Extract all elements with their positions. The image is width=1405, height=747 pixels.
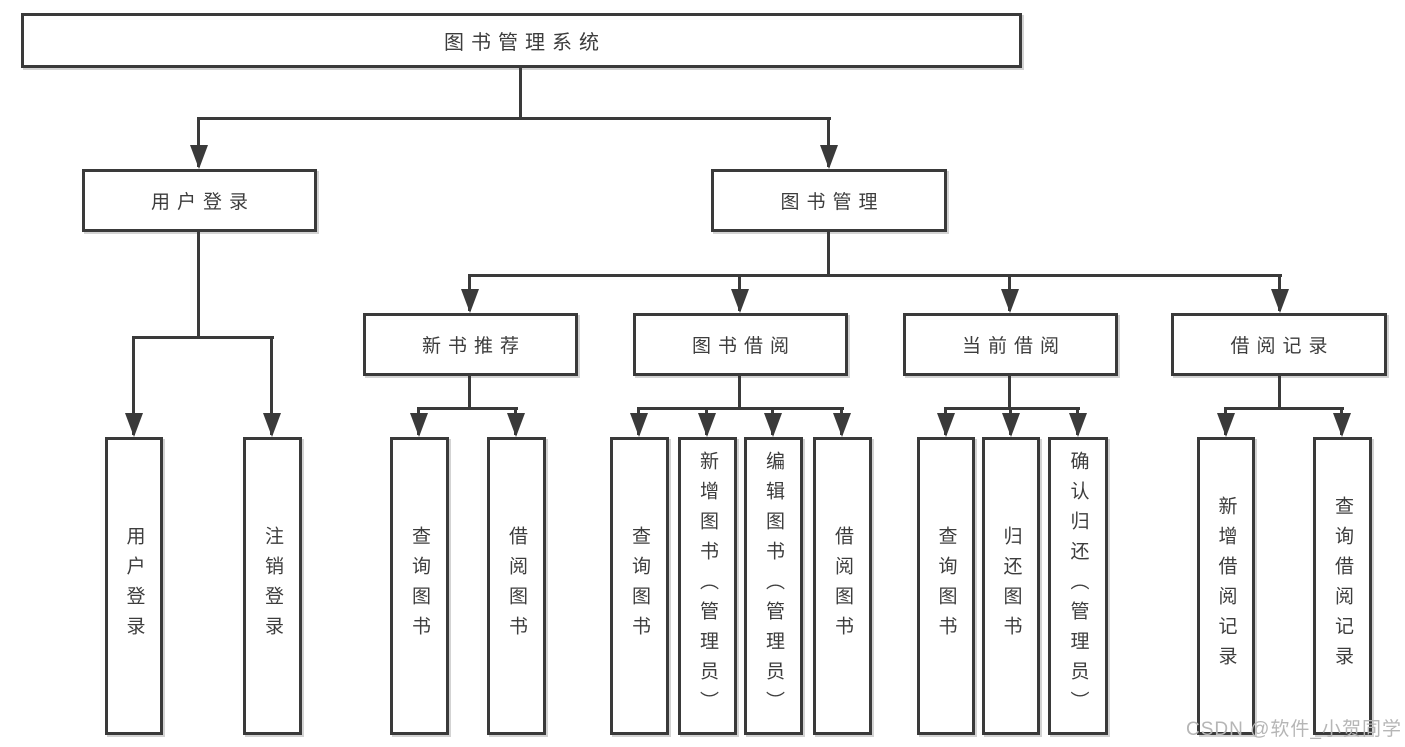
arrow-into-current-borrow	[1001, 289, 1019, 313]
node-user-login-label: 用户登录	[150, 192, 255, 213]
connector-current-borrow-bar	[944, 407, 1080, 410]
arrow-into-br-leaf2	[1333, 413, 1351, 437]
connector-borrow-record-bar	[1224, 407, 1344, 410]
connector-book-borrow-trunk	[738, 376, 741, 407]
connector-root-trunk	[519, 68, 522, 117]
leaf-cb-confirm-return-admin: 确认归还（管理员）	[1048, 437, 1108, 735]
node-book-mgmt: 图书管理	[711, 169, 947, 232]
arrow-into-br-leaf1	[1217, 413, 1235, 437]
leaf-bb-add-book-admin: 新增图书（管理员）	[678, 437, 737, 735]
leaf-bb-borrow-book: 借阅图书	[813, 437, 872, 735]
arrow-into-bb-leaf4	[833, 413, 851, 437]
leaf-bb-query-book-label: 查询图书	[629, 526, 650, 646]
csdn-watermark: CSDN @软件_小贺同学	[1186, 719, 1402, 740]
arrow-into-bb-leaf3	[764, 413, 782, 437]
connector-user-login-bar	[132, 336, 274, 339]
leaf-cb-confirm-return-admin-label: 确认归还（管理员）	[1067, 451, 1089, 721]
leaf-br-add-record: 新增借阅记录	[1197, 437, 1255, 735]
connector-current-borrow-trunk	[1008, 376, 1011, 407]
arrow-into-logout-leaf	[263, 413, 281, 437]
leaf-br-query-record-label: 查询借阅记录	[1332, 496, 1353, 676]
node-root: 图书管理系统	[21, 13, 1022, 68]
node-book-borrow: 图书借阅	[633, 313, 848, 376]
leaf-br-add-record-label: 新增借阅记录	[1215, 496, 1237, 676]
leaf-cb-query-book: 查询图书	[917, 437, 975, 735]
connector-drop-login-leaf	[132, 336, 135, 435]
leaf-bb-edit-book-admin-label: 编辑图书（管理员）	[763, 451, 784, 721]
node-current-borrow: 当前借阅	[903, 313, 1118, 376]
connector-level2-bar	[468, 274, 1282, 277]
connector-borrow-record-trunk	[1278, 376, 1281, 407]
connector-drop-book-mgmt	[827, 117, 830, 167]
connector-drop-logout-leaf	[270, 336, 273, 435]
leaf-bb-add-book-admin-label: 新增图书（管理员）	[697, 451, 718, 721]
leaf-logout: 注销登录	[243, 437, 302, 735]
connector-book-borrow-bar	[637, 407, 844, 410]
leaf-logout-label: 注销登录	[262, 526, 283, 646]
arrow-into-nb-leaf2	[507, 413, 525, 437]
node-new-book-label: 新书推荐	[421, 336, 526, 357]
leaf-bb-query-book: 查询图书	[610, 437, 669, 735]
arrow-into-user-login	[190, 145, 208, 169]
connector-new-book-bar	[417, 407, 518, 410]
node-book-mgmt-label: 图书管理	[780, 192, 885, 213]
leaf-cb-return-book-label: 归还图书	[1000, 526, 1022, 646]
connector-drop-user-login	[197, 117, 200, 167]
connector-level1-bar	[197, 117, 831, 120]
leaf-nb-borrow-book-label: 借阅图书	[506, 526, 527, 646]
leaf-bb-borrow-book-label: 借阅图书	[832, 526, 853, 646]
node-borrow-record: 借阅记录	[1171, 313, 1387, 376]
arrow-into-book-mgmt	[820, 145, 838, 169]
arrow-into-borrow-record	[1271, 289, 1289, 313]
leaf-cb-query-book-label: 查询图书	[935, 526, 957, 646]
arrow-into-nb-leaf1	[410, 413, 428, 437]
leaf-nb-borrow-book: 借阅图书	[487, 437, 546, 735]
node-root-label: 图书管理系统	[444, 32, 606, 54]
arrow-into-cb-leaf3	[1069, 413, 1087, 437]
leaf-cb-return-book: 归还图书	[982, 437, 1040, 735]
leaf-user-login: 用户登录	[105, 437, 163, 735]
arrow-into-login-leaf	[125, 413, 143, 437]
node-book-borrow-label: 图书借阅	[691, 336, 796, 357]
connector-book-mgmt-trunk	[827, 232, 830, 277]
connector-user-login-trunk	[197, 232, 200, 336]
leaf-nb-query-book: 查询图书	[390, 437, 449, 735]
arrow-into-bb-leaf1	[630, 413, 648, 437]
arrow-into-book-borrow	[731, 289, 749, 313]
arrow-into-cb-leaf2	[1002, 413, 1020, 437]
leaf-user-login-label: 用户登录	[123, 526, 145, 646]
arrow-into-bb-leaf2	[698, 413, 716, 437]
arrow-into-cb-leaf1	[937, 413, 955, 437]
leaf-bb-edit-book-admin: 编辑图书（管理员）	[744, 437, 803, 735]
node-user-login: 用户登录	[82, 169, 317, 232]
node-borrow-record-label: 借阅记录	[1230, 336, 1335, 357]
leaf-nb-query-book-label: 查询图书	[409, 526, 430, 646]
connector-new-book-trunk	[468, 376, 471, 407]
node-new-book: 新书推荐	[363, 313, 578, 376]
node-current-borrow-label: 当前借阅	[961, 336, 1066, 357]
leaf-br-query-record: 查询借阅记录	[1313, 437, 1372, 735]
arrow-into-new-book	[461, 289, 479, 313]
